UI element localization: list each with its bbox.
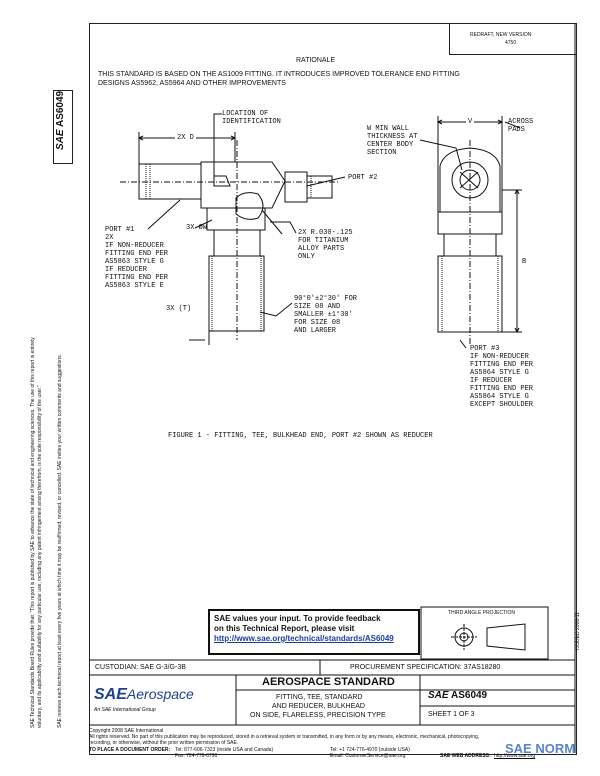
- rationale-line2: DESIGNS AS5962, AS5964 AND OTHER IMPROVE…: [98, 80, 286, 87]
- across-pads-label: ACROSS PADS: [508, 118, 534, 134]
- port2-label: PORT #2: [348, 174, 378, 182]
- tel2: Tel: +1 724-776-4970 (outside USA): [330, 747, 410, 753]
- three-x-t-label: 3X (T): [166, 305, 192, 313]
- v-label: V: [466, 118, 475, 126]
- page-border: [89, 23, 577, 755]
- projection-label: THIRD ANGLE PROJECTION: [448, 610, 515, 616]
- copyright: Copyright 2008 SAE International: [89, 728, 164, 734]
- rationale-line1: THIS STANDARD IS BASED ON THE AS1009 FIT…: [98, 71, 460, 78]
- doc-number-block: SAE AS6049: [428, 690, 488, 701]
- radius-note: 2X R.030-.125 FOR TITANIUM ALLOY PARTS O…: [298, 229, 353, 261]
- custodian: CUSTODIAN: SAE G-3/G-3B: [95, 664, 186, 671]
- sae-norm-watermark: SAE NORM: [505, 741, 576, 756]
- port1-label: PORT #1 2X IF NON-REDUCER FITTING END PE…: [105, 226, 169, 290]
- figure-caption: FIGURE 1 - FITTING, TEE, BULKHEAD END, P…: [168, 432, 433, 440]
- web-url[interactable]: http://www.sae.org: [494, 753, 536, 759]
- wall-note: W MIN WALL THICKNESS AT CENTER BODY SECT…: [367, 125, 418, 157]
- standard-heading: AEROSPACE STANDARD: [262, 676, 395, 688]
- rights-line2: recording, or otherwise, without the pri…: [89, 740, 239, 746]
- logo-sae: SAE: [94, 686, 127, 703]
- email: Email: CustomerService@sae.org: [330, 753, 406, 759]
- side-number-box: [53, 90, 73, 164]
- title-line1: FITTING, TEE, STANDARD: [276, 694, 363, 701]
- rights-line1: All rights reserved. No part of this pub…: [89, 734, 480, 740]
- b-label: B: [522, 258, 527, 266]
- angle-note: 90°0'±2°30' FOR SIZE 08 AND SMALLER ±1°3…: [294, 295, 358, 335]
- header-stamp-line1: REDRAFT, NEW VERSION: [470, 32, 532, 38]
- title-line2: AND REDUCER, BULKHEAD: [272, 703, 365, 710]
- sheet-number: SHEET 1 OF 3: [428, 711, 475, 718]
- doc-mark: SAE: [428, 690, 449, 701]
- three-x-w-label: 3X ØW: [186, 224, 208, 232]
- sae-aerospace-logo: SAEAerospace: [94, 686, 194, 704]
- header-stamp-line2: 4750: [505, 40, 517, 46]
- logo-aerospace: Aerospace: [126, 686, 194, 702]
- doc-number: AS6049: [450, 690, 488, 701]
- title-line3: ON SIDE, FLARELESS, PRECISION TYPE: [250, 712, 386, 719]
- rationale-heading: RATIONALE: [296, 57, 336, 64]
- fax: Fax: 724-776-0790: [175, 753, 218, 759]
- feedback-line1: SAE values your input. To provide feedba…: [214, 614, 381, 623]
- port3-label: PORT #3 IF NON-REDUCER FITTING END PER A…: [470, 345, 534, 409]
- location-label: LOCATION OF IDENTIFICATION: [222, 110, 281, 126]
- order-label: TO PLACE A DOCUMENT ORDER:: [89, 747, 171, 753]
- web-label: SAE WEB ADDRESS:: [440, 753, 491, 759]
- logo-tagline: An SAE International Group: [94, 707, 156, 713]
- two-x-d-label: 2X D: [175, 134, 196, 142]
- feedback-link[interactable]: http://www.sae.org/technical/standards/A…: [214, 634, 394, 643]
- tel1: Tel: 877-606-7323 (inside USA and Canada…: [175, 747, 274, 753]
- header-stamp-box: [449, 23, 577, 55]
- feedback-box: SAE values your input. To provide feedba…: [208, 609, 420, 655]
- procurement-spec: PROCUREMENT SPECIFICATION: 37AS18280: [350, 664, 501, 671]
- feedback-line2: on this Technical Report, please visit: [214, 624, 355, 633]
